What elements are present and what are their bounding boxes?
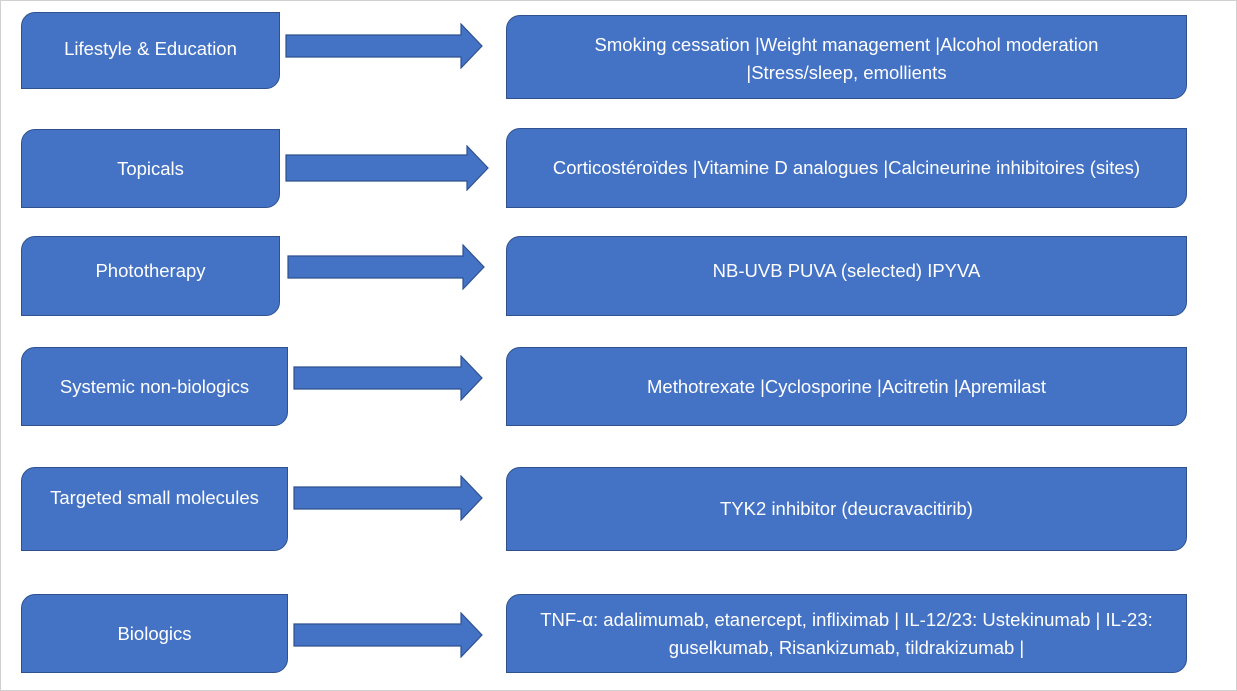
category-box-targeted: Targeted small molecules: [21, 467, 288, 551]
category-box-topicals: Topicals: [21, 129, 280, 208]
category-box-systemic: Systemic non-biologics: [21, 347, 288, 426]
arrow-right-icon: [285, 23, 483, 69]
detail-box-phototherapy: NB-UVB PUVA (selected) IPYVA: [506, 236, 1187, 316]
arrow-right-icon: [285, 145, 489, 191]
arrow-right-icon: [293, 475, 483, 521]
detail-box-biologics: TNF-α: adalimumab, etanercept, inflixima…: [506, 594, 1187, 673]
category-box-biologics: Biologics: [21, 594, 288, 673]
category-box-lifestyle: Lifestyle & Education: [21, 12, 280, 89]
category-box-phototherapy: Phototherapy: [21, 236, 280, 316]
arrow-right-icon: [293, 612, 483, 658]
detail-box-topicals: Corticostéroïdes |Vitamine D analogues |…: [506, 128, 1187, 208]
detail-box-targeted: TYK2 inhibitor (deucravacitirib): [506, 467, 1187, 551]
arrow-right-icon: [287, 244, 485, 290]
arrow-right-icon: [293, 355, 483, 401]
detail-box-lifestyle: Smoking cessation |Weight management |Al…: [506, 15, 1187, 99]
detail-box-systemic: Methotrexate |Cyclosporine |Acitretin |A…: [506, 347, 1187, 426]
